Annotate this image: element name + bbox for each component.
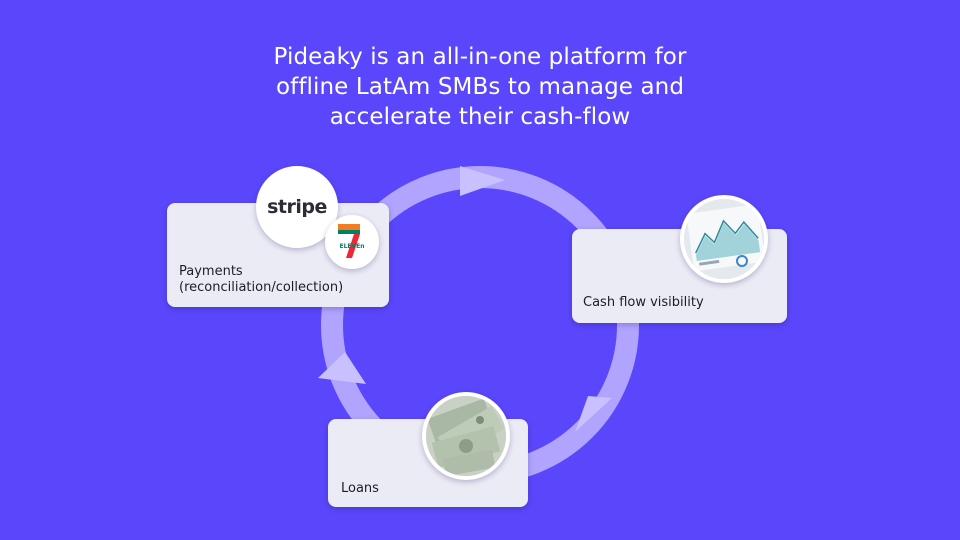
title-line-3: accelerate their cash-flow (329, 104, 631, 130)
payments-label-line-1: Payments (179, 264, 243, 279)
loans-image (422, 392, 510, 480)
dollar-bills-icon (426, 396, 506, 476)
stripe-logo: stripe (256, 166, 338, 248)
cashflow-image (680, 195, 768, 283)
arrowhead-left-icon (318, 352, 366, 384)
payments-label: Payments (reconciliation/collection) (179, 264, 343, 296)
stripe-wordmark: stripe (267, 196, 327, 218)
title-line-1: Pideaky is an all-in-one platform for (273, 44, 687, 70)
payments-label-line-2: (reconciliation/collection) (179, 280, 344, 295)
seven-eleven-wordmark: ELEVEn (339, 243, 364, 250)
arrowhead-top-icon (460, 166, 505, 196)
slide-title: Pideaky is an all-in-one platform for of… (180, 42, 780, 132)
dashboard-chart-icon (684, 199, 764, 279)
cashflow-label: Cash flow visibility (583, 295, 704, 310)
loans-label: Loans (341, 481, 379, 496)
title-line-2: offline LatAm SMBs to manage and (275, 74, 685, 100)
arrowhead-right-icon (575, 396, 612, 432)
seven-eleven-logo: ELEVEn (325, 215, 379, 269)
seven-eleven-icon: ELEVEn (338, 224, 365, 258)
